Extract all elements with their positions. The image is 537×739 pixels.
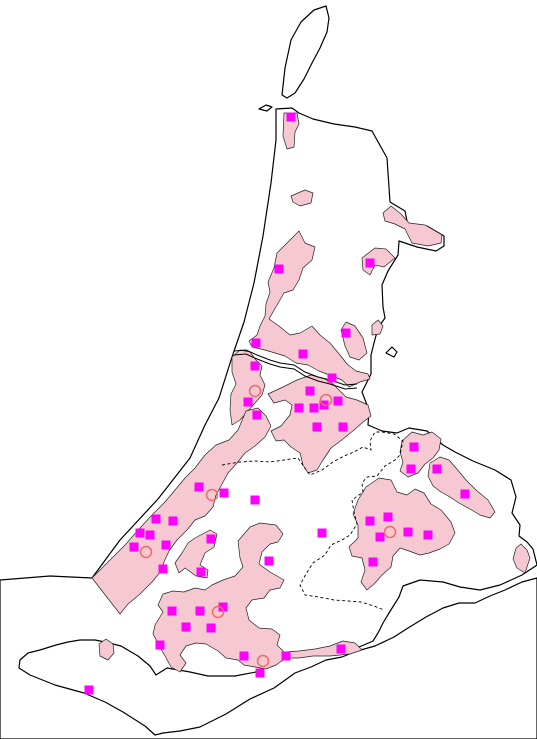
- zone-north-2: [382, 205, 443, 247]
- zone-islet-south: [98, 638, 115, 661]
- islet: [258, 104, 273, 112]
- square-marker-17: [338, 422, 348, 432]
- circle-marker-7: [256, 654, 270, 668]
- square-marker-22: [151, 514, 161, 524]
- square-marker-47: [155, 640, 165, 650]
- markers-layer: [84, 112, 470, 695]
- square-marker-16: [312, 422, 322, 432]
- zone-far-east: [512, 543, 531, 574]
- square-marker-4: [341, 328, 351, 338]
- square-marker-13: [333, 396, 343, 406]
- square-marker-41: [406, 464, 416, 474]
- square-marker-7: [250, 361, 260, 371]
- square-marker-49: [281, 651, 291, 661]
- square-marker-36: [158, 564, 168, 574]
- square-marker-28: [129, 542, 139, 552]
- square-marker-20: [219, 488, 229, 498]
- square-marker-39: [460, 489, 470, 499]
- square-marker-19: [194, 482, 204, 492]
- square-marker-40: [432, 464, 442, 474]
- square-marker-43: [195, 606, 205, 616]
- square-marker-48: [239, 651, 249, 661]
- square-marker-25: [145, 530, 155, 540]
- square-marker-8: [327, 373, 337, 383]
- zone-east-far: [427, 456, 496, 519]
- square-marker-35: [264, 556, 274, 566]
- zone-north-1: [290, 189, 314, 207]
- square-marker-27: [383, 512, 393, 522]
- square-marker-3: [365, 258, 375, 268]
- square-marker-9: [305, 386, 315, 396]
- square-marker-46: [206, 623, 216, 633]
- square-marker-10: [243, 397, 253, 407]
- zone-north-3: [361, 247, 396, 276]
- square-marker-38: [196, 567, 206, 577]
- circle-marker-5: [383, 525, 397, 539]
- square-marker-2: [274, 264, 284, 274]
- canal-parallel: [233, 353, 358, 390]
- square-marker-30: [206, 534, 216, 544]
- square-marker-31: [317, 528, 327, 538]
- zone-den-helder: [282, 112, 300, 150]
- square-marker-42: [167, 606, 177, 616]
- square-marker-24: [135, 528, 145, 538]
- zone-east-dot: [371, 319, 384, 336]
- square-marker-50: [336, 644, 346, 654]
- circle-marker-3: [205, 488, 219, 502]
- square-marker-26: [365, 516, 375, 526]
- circle-marker-6: [211, 605, 225, 619]
- square-marker-15: [252, 410, 262, 420]
- zone-south-central: [152, 522, 363, 673]
- square-marker-18: [409, 442, 419, 452]
- square-marker-21: [250, 495, 260, 505]
- square-marker-32: [403, 527, 413, 537]
- square-marker-52: [84, 685, 94, 695]
- square-marker-11: [294, 403, 304, 413]
- square-marker-51: [255, 668, 265, 678]
- circle-marker-1: [248, 384, 262, 398]
- square-marker-14: [309, 403, 319, 413]
- square-marker-23: [168, 516, 178, 526]
- texel-island: [281, 5, 330, 99]
- square-marker-37: [368, 557, 378, 567]
- circle-marker-4: [139, 545, 153, 559]
- ijsselmeer-mark: [385, 346, 398, 358]
- square-marker-44: [218, 602, 228, 612]
- province-border: [221, 431, 404, 611]
- square-marker-45: [181, 622, 191, 632]
- square-marker-6: [298, 349, 308, 359]
- square-marker-5: [251, 338, 261, 348]
- square-marker-1: [286, 112, 296, 122]
- square-marker-33: [375, 532, 385, 542]
- square-marker-29: [161, 540, 171, 550]
- circle-marker-2: [319, 393, 333, 407]
- square-marker-34: [423, 530, 433, 540]
